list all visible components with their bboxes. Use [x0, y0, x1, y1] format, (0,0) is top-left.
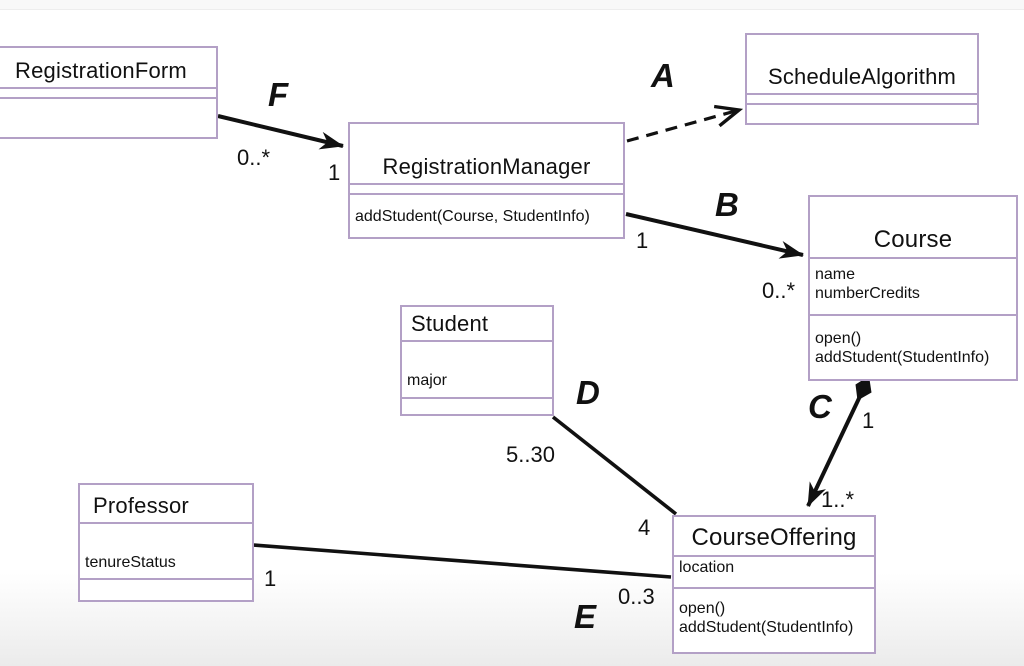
relationship-label-e: E	[574, 598, 597, 635]
class-title-registration-form: RegistrationForm	[15, 58, 187, 83]
class-registration-form: RegistrationForm	[0, 46, 218, 139]
class-course: Course name numberCredits open() addStud…	[808, 195, 1018, 381]
attributes-compartment	[350, 183, 623, 193]
attributes-compartment	[0, 87, 216, 97]
operations-compartment	[80, 578, 252, 600]
attributes-compartment: name numberCredits	[810, 257, 1016, 314]
operation-item: addStudent(StudentInfo)	[679, 618, 854, 636]
multiplicity-e-target: 0..3	[618, 584, 655, 609]
multiplicity-f-source: 0..*	[237, 145, 271, 170]
operation-item: addStudent(Course, StudentInfo)	[355, 207, 590, 225]
class-schedule-algorithm: ScheduleAlgorithm	[745, 33, 979, 125]
relationship-label-f: F	[268, 76, 289, 113]
multiplicity-b-target: 0..*	[762, 278, 796, 303]
attribute-item: numberCredits	[815, 284, 920, 302]
class-course-offering: CourseOffering location open() addStuden…	[672, 515, 876, 654]
multiplicity-b-source: 1	[636, 228, 649, 253]
operation-item: addStudent(StudentInfo)	[815, 348, 990, 366]
attributes-compartment: tenureStatus	[80, 522, 252, 578]
multiplicity-c-target: 1..*	[821, 487, 855, 512]
multiplicity-e-source: 1	[264, 566, 277, 591]
attributes-compartment: major	[402, 340, 552, 397]
class-title-schedule-algorithm: ScheduleAlgorithm	[767, 64, 957, 89]
operations-compartment: open() addStudent(StudentInfo)	[810, 314, 1016, 379]
multiplicity-f-target: 1	[328, 160, 341, 185]
relationship-label-a: A	[651, 57, 675, 94]
multiplicity-d-source: 5..30	[506, 442, 555, 467]
top-strip	[0, 0, 1024, 10]
association-d-line	[551, 415, 678, 516]
class-title-professor: Professor	[93, 493, 189, 518]
operations-compartment	[402, 397, 552, 414]
class-title-course: Course	[873, 226, 953, 253]
class-title-student: Student	[411, 311, 489, 336]
operations-compartment: open() addStudent(StudentInfo)	[674, 587, 874, 652]
class-title-registration-manager: RegistrationManager	[382, 154, 591, 179]
association-e-line	[252, 543, 672, 579]
relationship-label-b: B	[715, 186, 739, 223]
attribute-item: name	[815, 266, 856, 283]
operations-compartment: addStudent(Course, StudentInfo)	[350, 193, 623, 237]
dependency-a-line	[626, 104, 744, 143]
class-registration-manager: RegistrationManager addStudent(Course, S…	[348, 122, 625, 239]
operation-item: open()	[679, 600, 726, 617]
multiplicity-d-target: 4	[638, 515, 651, 540]
attribute-item: location	[679, 559, 735, 576]
attribute-item: major	[407, 372, 448, 390]
class-title-course-offering: CourseOffering	[691, 524, 857, 551]
attributes-compartment	[747, 93, 977, 103]
class-student: Student major	[400, 305, 554, 416]
attribute-item: tenureStatus	[85, 554, 176, 572]
association-f-line	[217, 114, 344, 150]
attributes-compartment: location	[674, 555, 874, 587]
multiplicity-c-source: 1	[862, 408, 875, 433]
operations-compartment	[747, 103, 977, 123]
relationship-label-d: D	[576, 374, 600, 411]
class-professor: Professor tenureStatus	[78, 483, 254, 602]
operations-compartment	[0, 97, 216, 137]
relationship-label-c: C	[808, 388, 832, 425]
operation-item: open()	[815, 330, 862, 347]
